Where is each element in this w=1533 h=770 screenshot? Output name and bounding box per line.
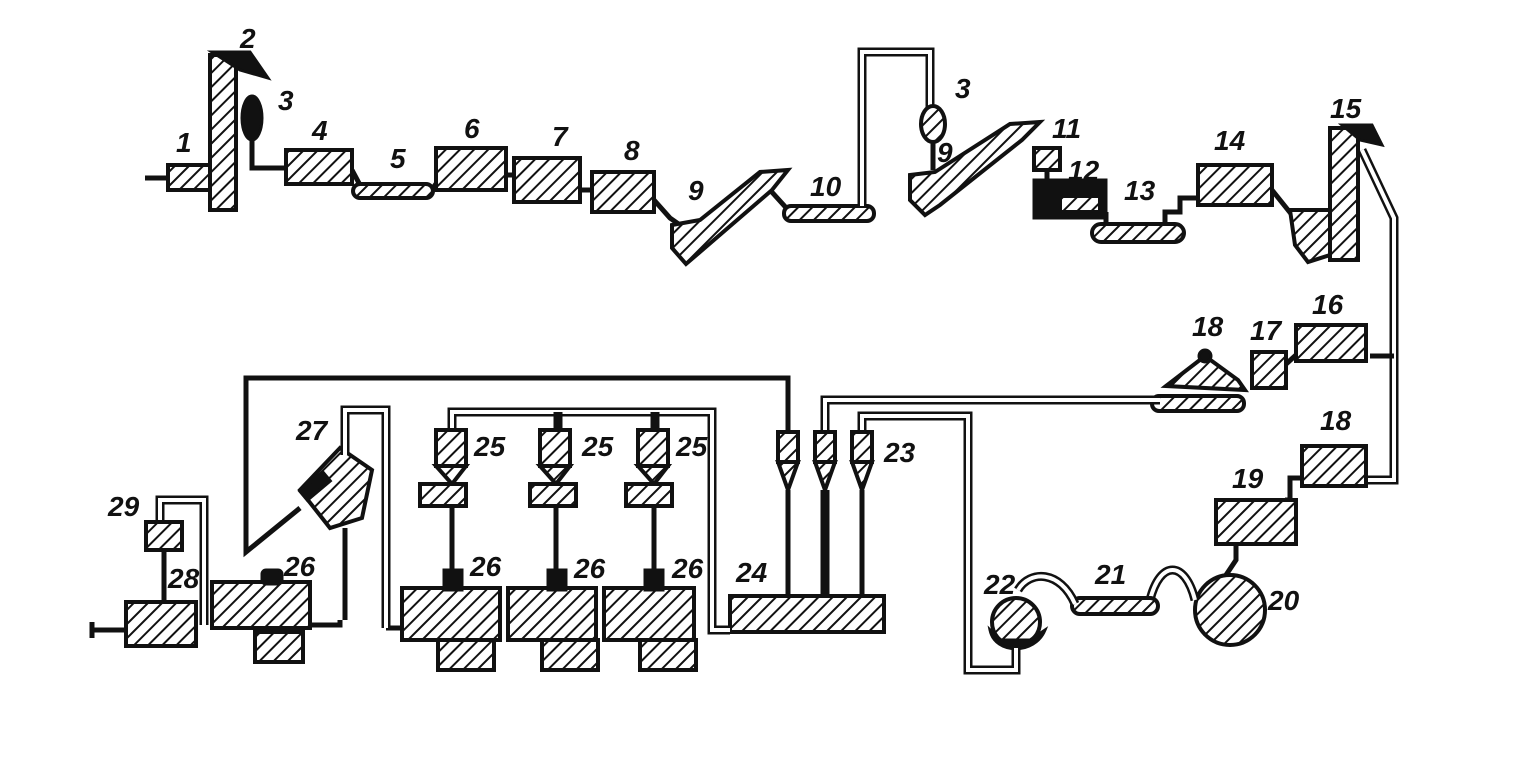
unit-28 <box>126 602 196 646</box>
pipe-8-9 <box>654 200 680 225</box>
pipe-18b-19 <box>1285 478 1302 500</box>
label-22: 22 <box>983 569 1016 600</box>
label-24: 24 <box>735 557 768 588</box>
unit-7 <box>514 158 580 202</box>
unit-19 <box>1216 500 1296 544</box>
unit-20 <box>1195 575 1265 645</box>
unit-21 <box>1072 598 1158 614</box>
label-5: 5 <box>390 143 406 174</box>
label-14: 14 <box>1214 125 1246 156</box>
unit-2-elevator <box>210 55 236 210</box>
unit-13 <box>1092 224 1184 242</box>
label-15: 15 <box>1330 93 1362 124</box>
unit-17 <box>1252 352 1286 388</box>
unit-24 <box>730 596 884 632</box>
label-11: 11 <box>1052 113 1081 144</box>
label-10: 10 <box>810 171 842 202</box>
label-2: 2 <box>239 23 256 54</box>
unit-18b <box>1302 446 1366 486</box>
pipe-19-20 <box>1226 544 1236 575</box>
unit-15-elevator <box>1330 128 1358 260</box>
unit-11 <box>1034 148 1060 170</box>
label-29: 29 <box>107 491 140 522</box>
label-25a: 25 <box>473 431 506 462</box>
unit-14 <box>1198 165 1272 205</box>
label-4: 4 <box>311 115 328 146</box>
unit-8 <box>592 172 654 212</box>
unit-23-cyclones <box>778 432 872 490</box>
unit-18a-trough <box>1152 396 1244 411</box>
pipe-3-4 <box>252 140 288 168</box>
unit-29 <box>146 522 182 550</box>
label-26a: 26 <box>283 551 316 582</box>
label-17: 17 <box>1250 315 1283 346</box>
label-9a: 9 <box>688 175 704 206</box>
label-21: 21 <box>1094 559 1126 590</box>
label-25b: 25 <box>581 431 614 462</box>
unit-5 <box>353 184 433 198</box>
label-26c: 26 <box>573 553 606 584</box>
label-20: 20 <box>1267 585 1300 616</box>
unit-3a <box>242 96 262 140</box>
label-25c: 25 <box>675 431 708 462</box>
unit-26-mills <box>402 570 696 670</box>
unit-1 <box>168 165 210 190</box>
label-16: 16 <box>1312 289 1344 320</box>
label-1: 1 <box>176 127 192 158</box>
label-12: 12 <box>1068 155 1100 186</box>
pipe-13-14 <box>1165 198 1200 224</box>
label-18b: 18 <box>1320 405 1352 436</box>
label-9b: 9 <box>937 137 953 168</box>
unit-6 <box>436 148 506 190</box>
label-8: 8 <box>624 135 640 166</box>
label-7: 7 <box>552 121 569 152</box>
unit-15-hopper <box>1290 210 1330 262</box>
label-28: 28 <box>167 563 200 594</box>
unit-25-cyclones <box>420 430 672 506</box>
label-23: 23 <box>883 437 916 468</box>
unit-4 <box>286 150 352 184</box>
pipe-15-down <box>1355 150 1394 480</box>
unit-26-left <box>212 582 310 628</box>
label-27: 27 <box>295 415 329 446</box>
label-18a: 18 <box>1192 311 1224 342</box>
unit-10 <box>784 206 874 221</box>
label-19: 19 <box>1232 463 1264 494</box>
label-26d: 26 <box>671 553 704 584</box>
label-3b: 3 <box>955 73 971 104</box>
label-3a: 3 <box>278 85 294 116</box>
label-13: 13 <box>1124 175 1156 206</box>
unit-16 <box>1296 325 1366 361</box>
label-6: 6 <box>464 113 480 144</box>
label-26b: 26 <box>469 551 502 582</box>
